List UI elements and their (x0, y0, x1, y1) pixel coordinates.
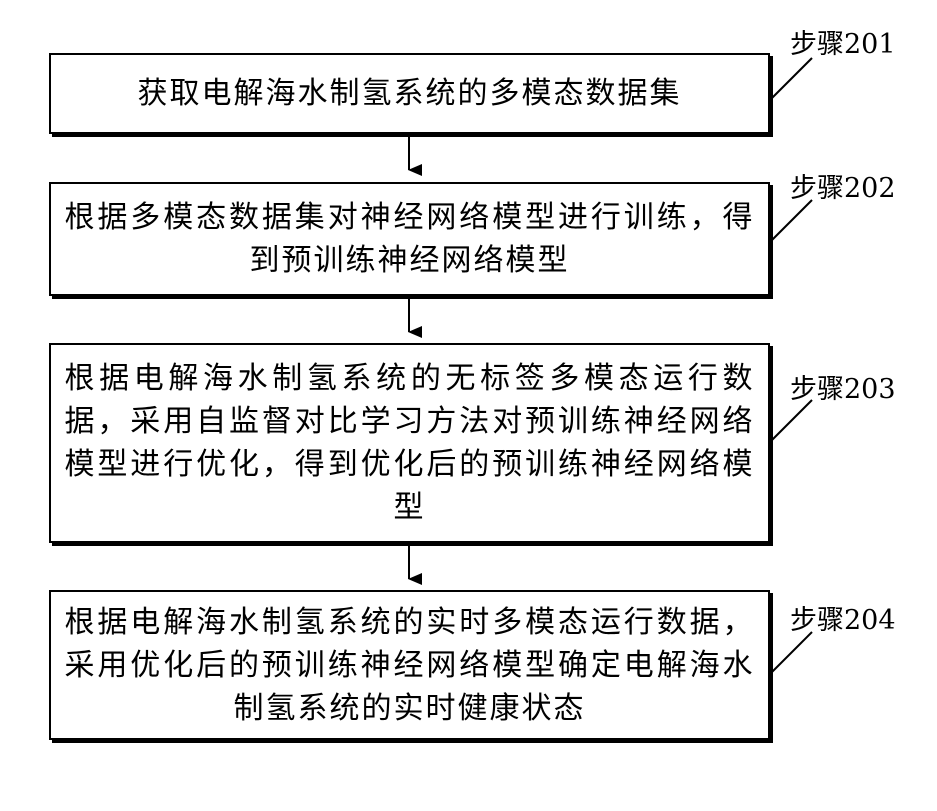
leader-line-201 (772, 58, 812, 98)
step-201-text: 获取电解海水制氢系统的多模态数据集 (65, 72, 755, 115)
step-202-text: 根据多模态数据集对神经网络模型进行训练，得到预训练神经网络模型 (65, 196, 755, 282)
step-201-label: 步骤201 (790, 22, 896, 61)
leader-line-202 (772, 200, 812, 240)
step-204-label: 步骤204 (790, 598, 896, 637)
step-202-box: 根据多模态数据集对神经网络模型进行训练，得到预训练神经网络模型 (49, 182, 770, 296)
step-203-box: 根据电解海水制氢系统的无标签多模态运行数据，采用自监督对比学习方法对预训练神经网… (49, 343, 770, 543)
step-203-label: 步骤203 (790, 367, 896, 406)
step-204-box: 根据电解海水制氢系统的实时多模态运行数据，采用优化后的预训练神经网络模型确定电解… (49, 590, 770, 740)
step-201-box: 获取电解海水制氢系统的多模态数据集 (49, 53, 770, 134)
leader-line-203 (772, 400, 812, 440)
step-202-label: 步骤202 (790, 166, 896, 205)
leader-line-204 (772, 632, 812, 672)
step-203-text: 根据电解海水制氢系统的无标签多模态运行数据，采用自监督对比学习方法对预训练神经网… (65, 357, 755, 529)
step-204-text: 根据电解海水制氢系统的实时多模态运行数据，采用优化后的预训练神经网络模型确定电解… (65, 601, 755, 730)
